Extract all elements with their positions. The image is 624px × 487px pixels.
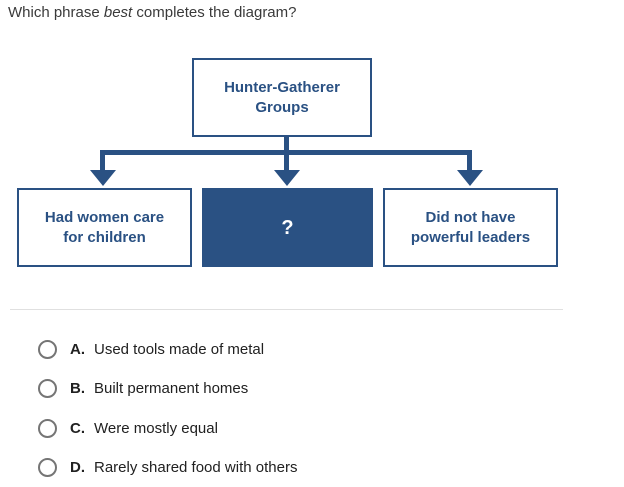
radio-button-d[interactable] <box>38 458 57 477</box>
question-prefix: Which phrase <box>8 4 104 21</box>
option-letter-c: C. <box>70 420 85 437</box>
option-letter-d: D. <box>70 459 85 476</box>
option-text-a: Used tools made of metal <box>94 341 265 358</box>
option-row-b[interactable]: B. Built permanent homes <box>38 378 248 399</box>
option-text-b: Built permanent homes <box>94 380 249 397</box>
connector-left-stem <box>100 150 105 171</box>
diagram-child-box-1: Had women care for children <box>17 188 192 267</box>
connector-right-stem <box>467 150 472 171</box>
diagram-child3-line2: powerful leaders <box>410 228 531 246</box>
question-suffix: completes the diagram? <box>132 4 297 21</box>
diagram-child1-line2: for children <box>63 228 146 246</box>
diagram-root-line2: Groups <box>255 98 309 116</box>
radio-button-c[interactable] <box>38 419 57 438</box>
diagram-child1-line1: Had women care <box>44 208 165 226</box>
option-letter-a: A. <box>70 341 85 358</box>
radio-button-a[interactable] <box>38 340 57 359</box>
radio-button-b[interactable] <box>38 379 57 398</box>
diagram-child3-line1: Did not have <box>425 208 516 226</box>
option-text-d: Rarely shared food with others <box>94 459 298 476</box>
connector-horizontal-bar <box>100 150 472 155</box>
diagram-child2-question-mark: ? <box>281 216 294 239</box>
question-emphasis: best <box>103 4 133 21</box>
option-text-c: Were mostly equal <box>94 420 218 437</box>
arrow-down-icon <box>274 170 300 186</box>
diagram-child-box-3: Did not have powerful leaders <box>383 188 558 267</box>
diagram-child-box-2-placeholder: ? <box>202 188 373 267</box>
option-row-a[interactable]: A. Used tools made of metal <box>38 339 264 360</box>
option-letter-b: B. <box>70 380 85 397</box>
arrow-down-icon <box>90 170 116 186</box>
diagram-root-box: Hunter-Gatherer Groups <box>192 58 372 137</box>
option-row-c[interactable]: C. Were mostly equal <box>38 418 218 439</box>
option-row-d[interactable]: D. Rarely shared food with others <box>38 457 297 478</box>
question-text: Which phrase best completes the diagram? <box>8 4 297 21</box>
divider <box>10 309 563 310</box>
diagram-root-line1: Hunter-Gatherer <box>224 78 340 96</box>
arrow-down-icon <box>457 170 483 186</box>
